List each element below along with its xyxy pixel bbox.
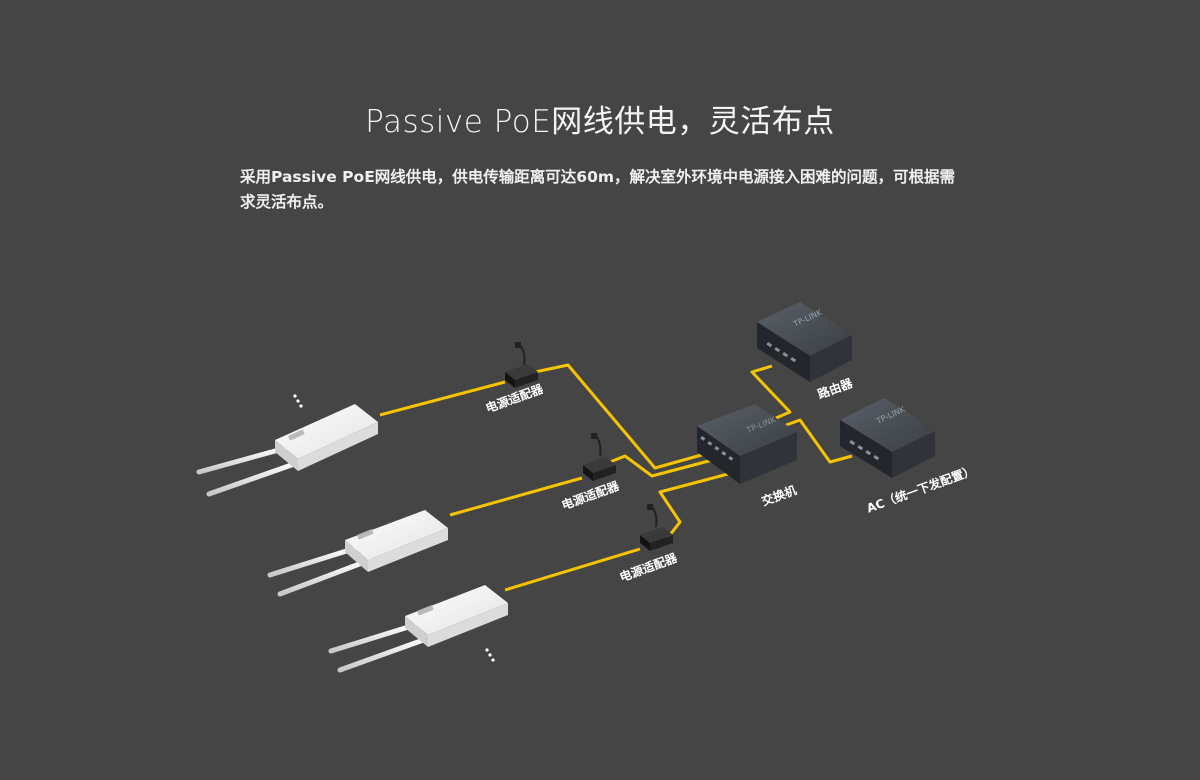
- cable-adapter3-switch: [658, 472, 729, 541]
- page-title: Passive PoE网线供电，灵活布点: [365, 104, 835, 140]
- cable-switch-router: [750, 364, 792, 420]
- switch-device: TP-LINK: [697, 404, 797, 484]
- cables: [379, 363, 853, 592]
- ellipsis-icon-bottom: [485, 648, 495, 662]
- power-adapter-2: [583, 433, 616, 481]
- cable-ap3-adapter3: [504, 547, 641, 592]
- ellipsis-icon-top: [293, 394, 303, 408]
- cable-adapter1-switch: [534, 363, 713, 470]
- access-point-1: [196, 404, 378, 497]
- ac-device: TP-LINK: [840, 398, 935, 478]
- power-adapter-3: [640, 504, 673, 551]
- cable-adapter2-switch: [609, 454, 721, 478]
- page-description: 采用Passive PoE网线供电，供电传输距离可达60m，解决室外环境中电源接…: [240, 168, 956, 211]
- cable-switch-ac: [777, 418, 853, 464]
- cable-ap1-adapter1: [379, 380, 506, 417]
- power-adapter-1: [505, 342, 538, 388]
- cable-ap2-adapter2: [449, 476, 583, 517]
- router-device: TP-LINK: [757, 302, 852, 382]
- access-point-3: [328, 585, 508, 673]
- access-point-2: [267, 510, 448, 597]
